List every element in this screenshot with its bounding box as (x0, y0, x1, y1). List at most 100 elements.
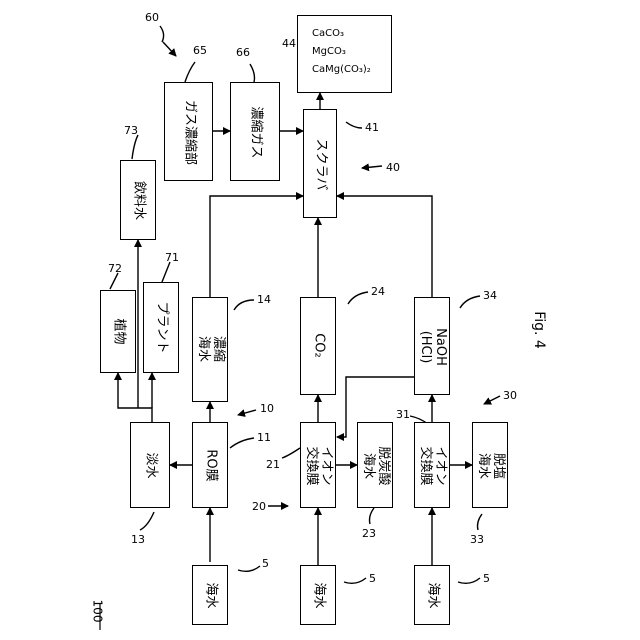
concentrated-line-1: 濃縮 (211, 336, 226, 362)
seawater-box-1: 海水 (192, 565, 228, 625)
seawater-label-1: 海水 (204, 566, 219, 626)
leader-14 (234, 300, 254, 310)
naoh-label: NaOH (HCl) (418, 299, 448, 395)
ref-11: 11 (257, 431, 271, 444)
carbonate-3: CaMg(CO₃)₂ (312, 64, 371, 76)
ref-66: 66 (236, 46, 250, 59)
ref-10: 10 (260, 402, 274, 415)
ref-5c: 5 (483, 572, 490, 585)
co2-box: CO₂ (300, 297, 336, 395)
leader-66 (250, 64, 255, 82)
ref-100: 100 (90, 600, 104, 623)
carbonate-1: CaCO₃ (312, 28, 344, 40)
ref-arrow-60 (163, 42, 176, 56)
desalted-line-2: 海水 (476, 453, 491, 479)
leader-34 (460, 296, 480, 308)
arrow-concentrated-to-scrubber (210, 196, 303, 297)
leader-13 (140, 512, 154, 530)
ref-65: 65 (193, 44, 207, 57)
ref-71: 71 (165, 251, 179, 264)
ion-exchange-box-1: イオン 交換膜 (300, 422, 336, 508)
ref-31: 31 (396, 408, 410, 421)
ref-60: 60 (145, 11, 159, 24)
plant-box: プラント (143, 282, 179, 373)
gas-concentrator-box: ガス濃縮部 (164, 82, 213, 181)
ref-23: 23 (362, 527, 376, 540)
ref-14: 14 (257, 293, 271, 306)
carbonate-2: MgCO₃ (312, 46, 346, 58)
ref-21: 21 (266, 458, 280, 471)
seawater-box-2: 海水 (300, 565, 336, 625)
concentrated-gas-label: 濃縮ガス (249, 98, 264, 168)
co2-label: CO₂ (312, 316, 327, 376)
naoh-line-1: NaOH (433, 328, 448, 366)
ref-33: 33 (470, 533, 484, 546)
plants-label: 植物 (112, 302, 127, 362)
arrow-naoh-to-scrubber (337, 196, 432, 297)
ref-arrow-40 (362, 166, 382, 168)
desalted-seawater-box: 脱塩 海水 (472, 422, 508, 508)
concentrated-gas-box: 濃縮ガス (230, 82, 280, 181)
ref-72: 72 (108, 262, 122, 275)
seawater-box-3: 海水 (414, 565, 450, 625)
ref-20: 20 (252, 500, 266, 513)
leader-71 (162, 262, 170, 282)
ref-5b: 5 (369, 572, 376, 585)
ion-exchange-box-2: イオン 交換膜 (414, 422, 450, 508)
naoh-line-2: (HCl) (418, 331, 433, 364)
seawater-label-2: 海水 (312, 566, 327, 626)
seawater-label-3: 海水 (426, 566, 441, 626)
ref-30: 30 (503, 389, 517, 402)
fresh-water-label: 淡水 (144, 436, 159, 496)
ion-exchange-label-1: イオン 交換膜 (304, 418, 334, 514)
leader-24 (348, 292, 368, 304)
leader-11 (230, 438, 254, 448)
leader-60 (160, 26, 164, 42)
leader-5b (344, 578, 366, 583)
fresh-water-box: 淡水 (130, 422, 170, 508)
decarb-line-2: 海水 (361, 453, 376, 479)
concentrated-seawater-box: 濃縮 海水 (192, 297, 228, 402)
ref-73: 73 (124, 124, 138, 137)
ref-13: 13 (131, 533, 145, 546)
naoh-box: NaOH (HCl) (414, 297, 450, 395)
ref-34: 34 (483, 289, 497, 302)
drinking-water-box: 飲料水 (120, 160, 156, 240)
figure-number: Fig. 4 (531, 311, 547, 349)
concentrated-line-2: 海水 (196, 336, 211, 362)
ref-40: 40 (386, 161, 400, 174)
leader-33 (478, 514, 483, 530)
drinking-water-label: 飲料水 (132, 171, 147, 231)
leader-41 (346, 122, 362, 128)
arrow-freshwater-to-plants (118, 373, 152, 422)
concentrated-seawater-label: 濃縮 海水 (196, 301, 226, 397)
ref-5a: 5 (262, 557, 269, 570)
ref-41: 41 (365, 121, 379, 134)
leader-73 (132, 135, 138, 159)
leader-65 (185, 62, 195, 82)
gas-concentrator-label: ガス濃縮部 (183, 98, 198, 168)
ro-membrane-label: RO膜 (204, 436, 219, 496)
leader-21 (282, 448, 300, 458)
ref-arrow-10 (238, 410, 256, 415)
ref-44: 44 (282, 37, 296, 50)
leader-5c (458, 578, 480, 583)
ion-exchange-label-2: イオン 交換膜 (418, 418, 448, 514)
decarbonated-label: 脱炭酸 海水 (361, 418, 391, 514)
ref-arrow-30 (484, 396, 500, 404)
plant-label: プラント (155, 298, 170, 358)
ion2-line-2: 交換膜 (418, 446, 433, 485)
decarbonated-seawater-box: 脱炭酸 海水 (357, 422, 393, 508)
scrubber-label: スクラバ (314, 135, 329, 195)
ro-membrane-box: RO膜 (192, 422, 228, 508)
ion1-line-1: イオン (319, 446, 334, 485)
ref-24: 24 (371, 285, 385, 298)
desalted-line-1: 脱塩 (491, 453, 506, 479)
leader-5a (238, 566, 260, 571)
ion1-line-2: 交換膜 (304, 446, 319, 485)
decarb-line-1: 脱炭酸 (376, 446, 391, 485)
desalted-label: 脱塩 海水 (476, 418, 506, 514)
leader-72 (110, 273, 118, 289)
plants-box: 植物 (100, 290, 136, 373)
